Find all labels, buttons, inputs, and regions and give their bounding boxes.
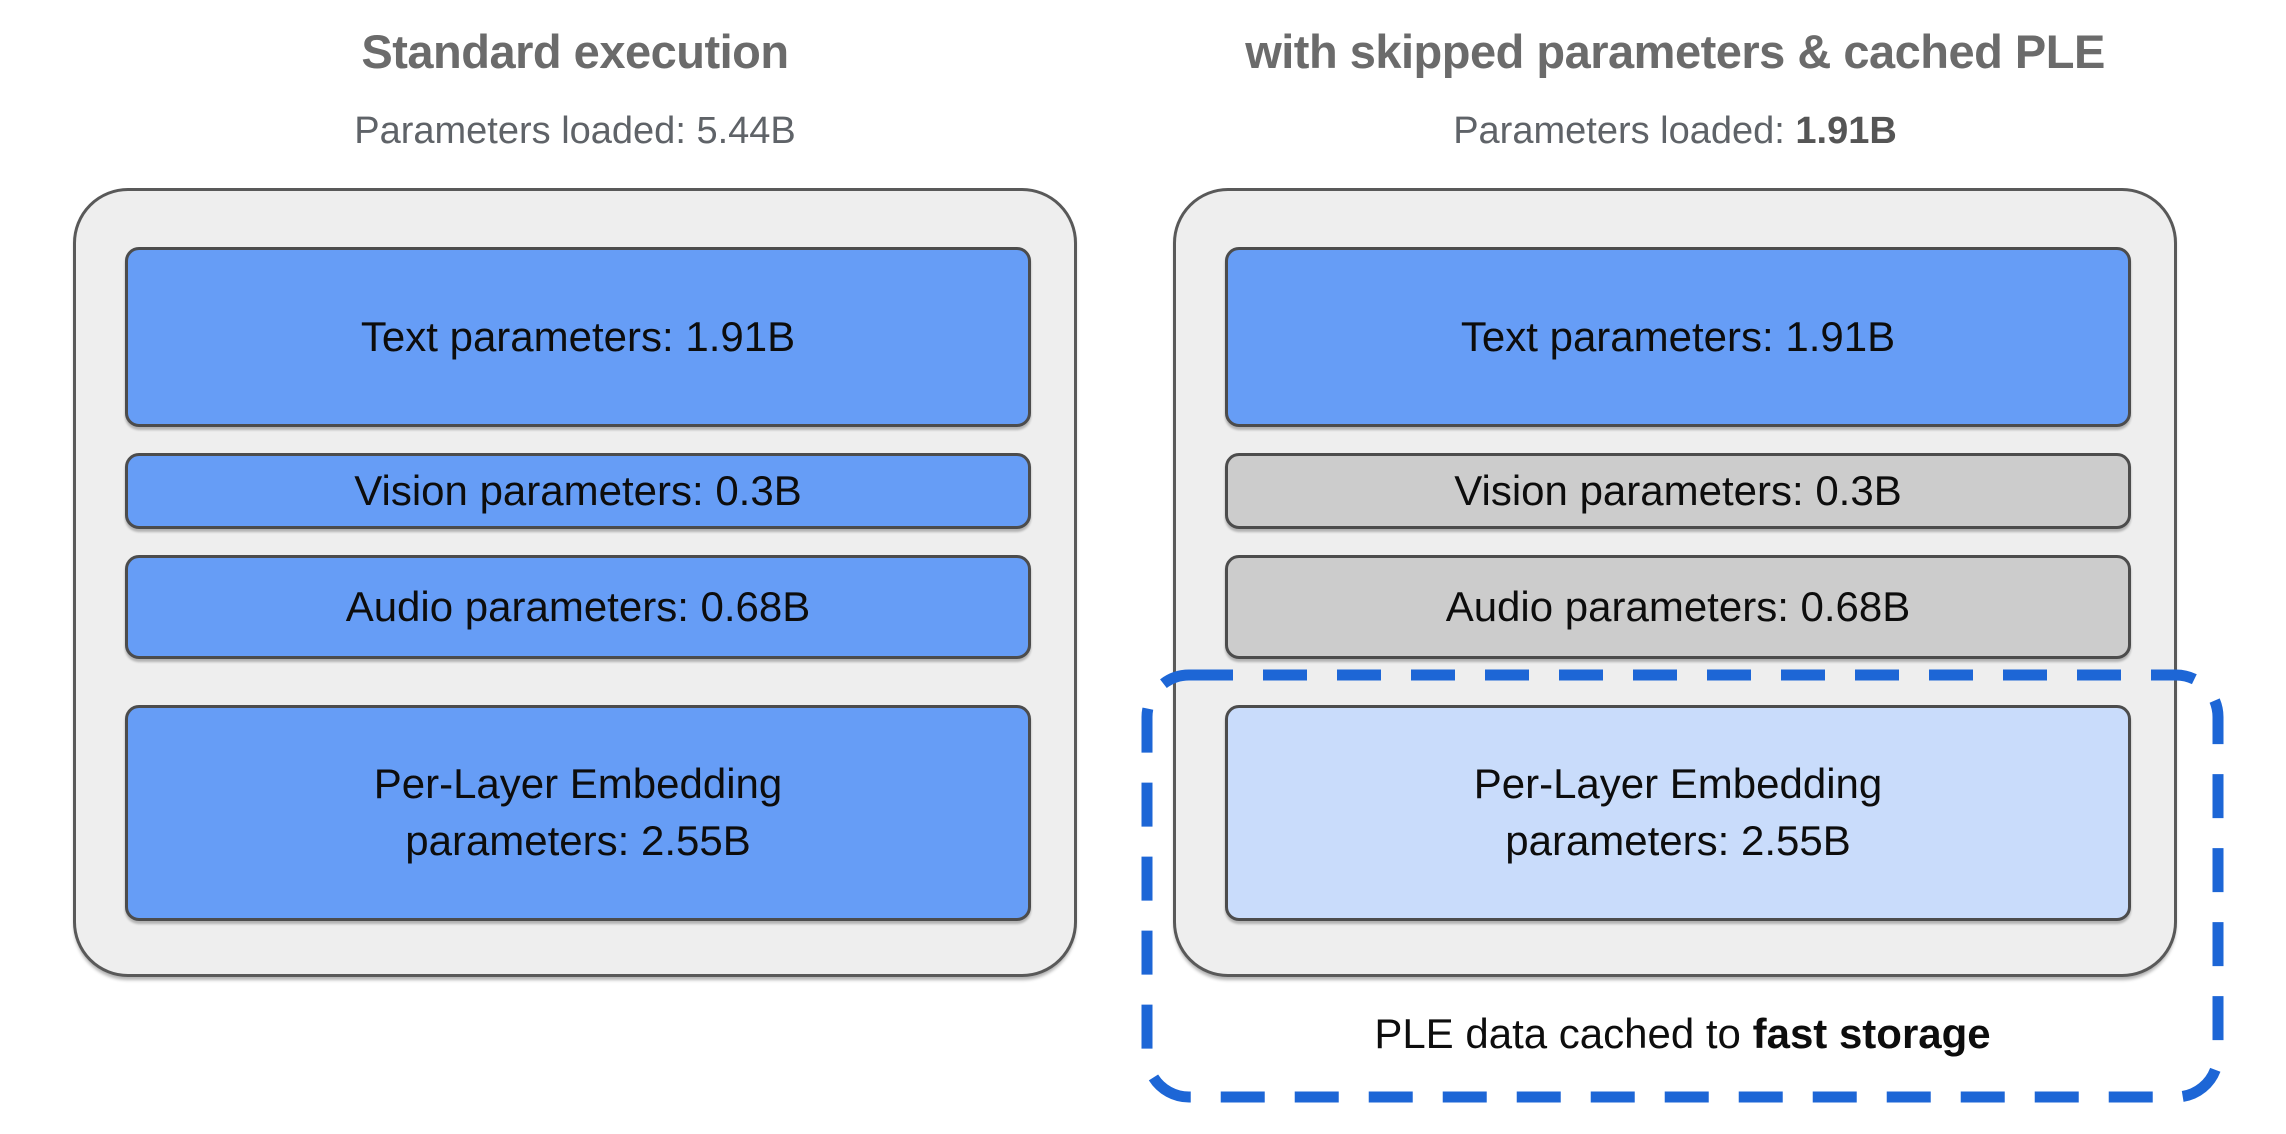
audio-parameters-box: Audio parameters: 0.68B — [1225, 555, 2131, 659]
text-parameters-box: Text parameters: 1.91B — [1225, 247, 2131, 427]
caption-prefix: PLE data cached to — [1374, 1010, 1753, 1057]
vision-parameters-box: Vision parameters: 0.3B — [1225, 453, 2131, 529]
text-parameters-box: Text parameters: 1.91B — [125, 247, 1031, 427]
box-label: Audio parameters: 0.68B — [345, 582, 811, 630]
subtitle-value: 1.91B — [1795, 110, 1897, 152]
box-label: Vision parameters: 0.3B — [354, 466, 802, 514]
box-label: Audio parameters: 0.68B — [1445, 582, 1911, 630]
panel-subtitle: Parameters loaded: 1.91B — [1173, 110, 2177, 153]
vision-parameters-box: Vision parameters: 0.3B — [125, 453, 1031, 529]
panel-title: with skipped parameters & cached PLE — [1245, 25, 2105, 78]
caption-bold: fast storage — [1752, 1010, 1991, 1057]
box-label-line1: Per-Layer Embedding — [1473, 760, 1883, 808]
box-label: Text parameters: 1.91B — [1460, 312, 1896, 360]
box-label-line2: parameters: 2.55B — [405, 817, 751, 864]
model-container: Text parameters: 1.91B Vision parameters… — [73, 188, 1077, 977]
audio-parameters-box: Audio parameters: 0.68B — [125, 555, 1031, 659]
subtitle-value: 5.44B — [696, 110, 796, 152]
box-label-line1: Per-Layer Embedding — [373, 760, 783, 808]
panel-title: Standard execution — [361, 25, 789, 78]
cached-ple-caption: PLE data cached to fast storage — [1140, 1010, 2225, 1058]
model-container: Text parameters: 1.91B Vision parameters… — [1173, 188, 2177, 977]
subtitle-prefix: Parameters loaded: — [354, 110, 697, 152]
skipped-cached-panel: with skipped parameters & cached PLE Par… — [1141, 0, 2224, 1134]
subtitle-prefix: Parameters loaded: — [1453, 110, 1796, 152]
per-layer-embedding-box: Per-Layer Embedding parameters: 2.55B — [1225, 705, 2131, 921]
box-label-line2: parameters: 2.55B — [1505, 817, 1851, 864]
per-layer-embedding-box: Per-Layer Embedding parameters: 2.55B — [125, 705, 1031, 921]
standard-execution-panel: Standard execution Parameters loaded: 5.… — [73, 0, 1077, 1134]
box-label: Text parameters: 1.91B — [360, 312, 796, 360]
panel-subtitle: Parameters loaded: 5.44B — [73, 110, 1077, 153]
box-label: Vision parameters: 0.3B — [1454, 466, 1902, 514]
